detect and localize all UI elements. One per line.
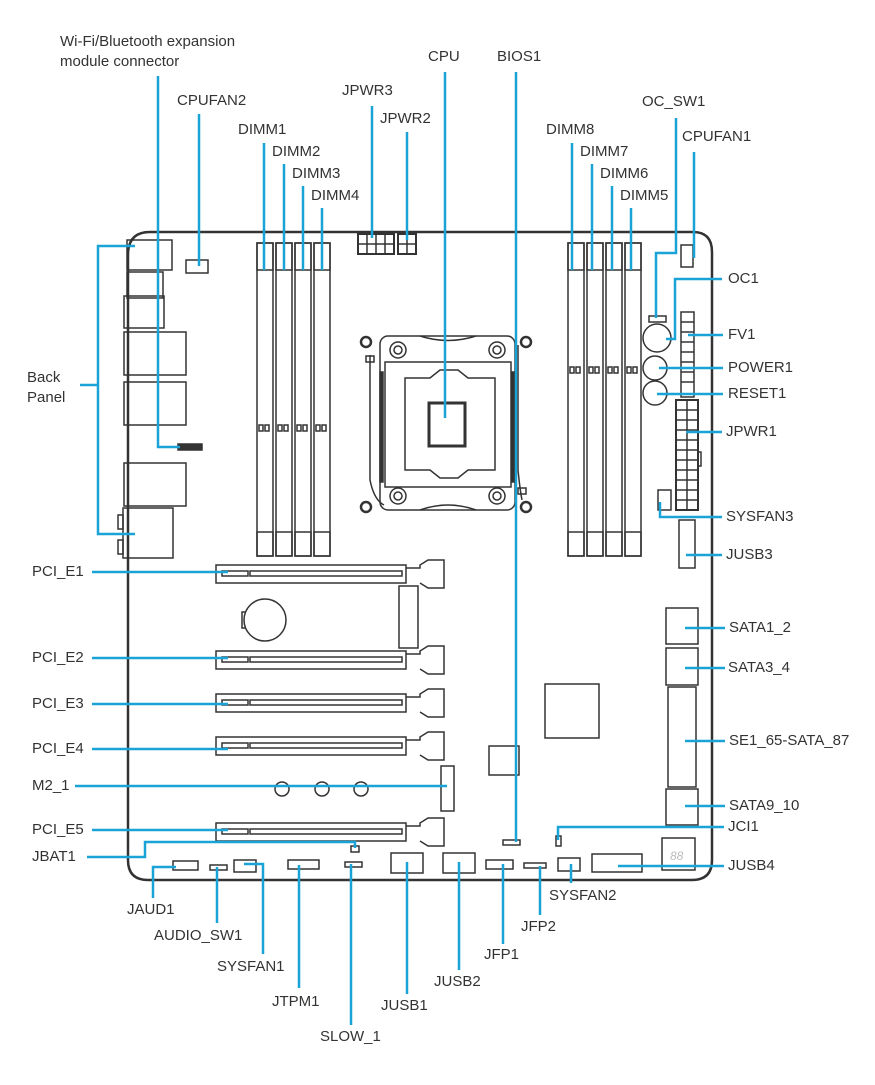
slow-1-switch	[344, 861, 363, 868]
label-dimm5: DIMM5	[620, 187, 669, 204]
label-sata1-2: SATA1_2	[729, 619, 791, 636]
label-fv1: FV1	[728, 326, 756, 343]
m2-1-slot	[440, 765, 455, 812]
label-jusb1: JUSB1	[381, 997, 428, 1014]
leader-jbat1	[87, 840, 357, 859]
label-dimm4: DIMM4	[311, 187, 360, 204]
leader-oc-sw1	[654, 118, 678, 318]
label-jaud1: JAUD1	[127, 901, 175, 918]
jfp1-header	[485, 859, 514, 870]
chipset	[544, 683, 600, 739]
cpufan1-header	[680, 244, 694, 268]
label-sysfan3: SYSFAN3	[726, 508, 794, 525]
label-cpufan1: CPUFAN1	[682, 128, 752, 145]
label-jpwr1: JPWR1	[726, 423, 777, 440]
label-jpwr3: JPWR3	[342, 82, 393, 99]
label-wifi-bt-line2: module connector	[60, 53, 180, 70]
jpwr3-connector	[357, 233, 395, 255]
label-dimm6: DIMM6	[600, 165, 649, 182]
jtpm1-header	[287, 859, 320, 870]
wifi-bt-connector	[177, 443, 203, 451]
label-pci-e3: PCI_E3	[32, 695, 84, 712]
label-slow-1: SLOW_1	[320, 1028, 381, 1045]
debug-led-display	[661, 837, 696, 871]
label-bios1: BIOS1	[497, 48, 542, 65]
label-dimm1: DIMM1	[238, 121, 287, 138]
sysfan1-header	[233, 859, 257, 873]
label-cpu: CPU	[428, 48, 460, 65]
jusb4-header	[591, 853, 643, 873]
label-back-panel-line2: Panel	[27, 389, 66, 406]
label-jci1: JCI1	[728, 818, 759, 835]
label-pci-e4: PCI_E4	[32, 740, 84, 757]
leader-back-panel	[96, 244, 135, 536]
back-panel-io	[117, 239, 187, 559]
label-power1: POWER1	[728, 359, 794, 376]
jaud1-header	[172, 860, 199, 871]
oc-sw1-switch	[648, 315, 667, 323]
label-se1-65-sata-87: SE1_65-SATA_87	[729, 732, 850, 749]
label-wifi-bt-line1: Wi-Fi/Bluetooth expansion	[60, 33, 236, 50]
label-dimm2: DIMM2	[272, 143, 321, 160]
label-sata3-4: SATA3_4	[728, 659, 790, 676]
leader-jci1	[556, 825, 724, 840]
label-pci-e2: PCI_E2	[32, 649, 84, 666]
label-jpwr2: JPWR2	[380, 110, 431, 127]
pcie-slots	[215, 559, 445, 847]
label-oc1: OC1	[728, 270, 759, 287]
label-sysfan1: SYSFAN1	[217, 958, 285, 975]
dimm-slots-right	[567, 242, 642, 557]
bios1-switch	[502, 839, 521, 846]
sysfan2-header	[557, 857, 581, 872]
jfp2-header	[523, 862, 547, 869]
label-dimm8: DIMM8	[546, 121, 595, 138]
m2-standoff	[274, 781, 290, 797]
sysfan3-header	[657, 489, 672, 511]
label-jbat1: JBAT1	[32, 848, 76, 865]
label-sata9-10: SATA9_10	[729, 797, 800, 814]
label-jusb4: JUSB4	[728, 857, 775, 874]
leader-wifi	[156, 76, 180, 449]
cpu-socket	[359, 335, 533, 514]
bios-chip	[488, 745, 520, 776]
leader-oc1	[666, 277, 722, 341]
jpwr1-connector	[675, 399, 702, 511]
label-pci-e1: PCI_E1	[32, 563, 84, 580]
audio-sw1-switch	[209, 864, 228, 871]
fv1-header	[680, 311, 695, 398]
label-sysfan2: SYSFAN2	[549, 887, 617, 904]
cmos-battery	[243, 598, 287, 642]
label-dimm7: DIMM7	[580, 143, 629, 160]
dimm-slots-left	[256, 242, 331, 557]
board-outline	[126, 230, 714, 882]
label-jtpm1: JTPM1	[272, 993, 320, 1010]
cpufan2-header	[185, 259, 209, 274]
label-back-panel-line1: Back	[27, 369, 61, 386]
sata1-2-port	[665, 607, 699, 645]
leader-sysfan3	[658, 502, 722, 519]
label-oc-sw1: OC_SW1	[642, 93, 706, 110]
label-reset1: RESET1	[728, 385, 787, 402]
leader-lines	[75, 72, 725, 1025]
label-dimm3: DIMM3	[292, 165, 341, 182]
m2-standoff	[314, 781, 330, 797]
se1-65-sata-87-port	[667, 686, 697, 788]
m2-bracket	[398, 585, 419, 649]
label-jfp1: JFP1	[484, 946, 520, 963]
label-m2-1: M2_1	[32, 777, 70, 794]
sata3-4-port	[665, 647, 699, 686]
m2-standoff	[353, 781, 369, 797]
label-jusb2: JUSB2	[434, 973, 481, 990]
leader-sysfan1	[244, 862, 265, 954]
label-jusb3: JUSB3	[726, 546, 773, 563]
label-jfp2: JFP2	[521, 918, 557, 935]
label-audio-sw1: AUDIO_SW1	[154, 927, 243, 944]
jusb3-header	[678, 519, 696, 569]
leader-jaud1	[151, 865, 176, 898]
label-cpufan2: CPUFAN2	[177, 92, 247, 109]
debug-led-digits: 88	[670, 849, 684, 863]
label-pci-e5: PCI_E5	[32, 821, 84, 838]
